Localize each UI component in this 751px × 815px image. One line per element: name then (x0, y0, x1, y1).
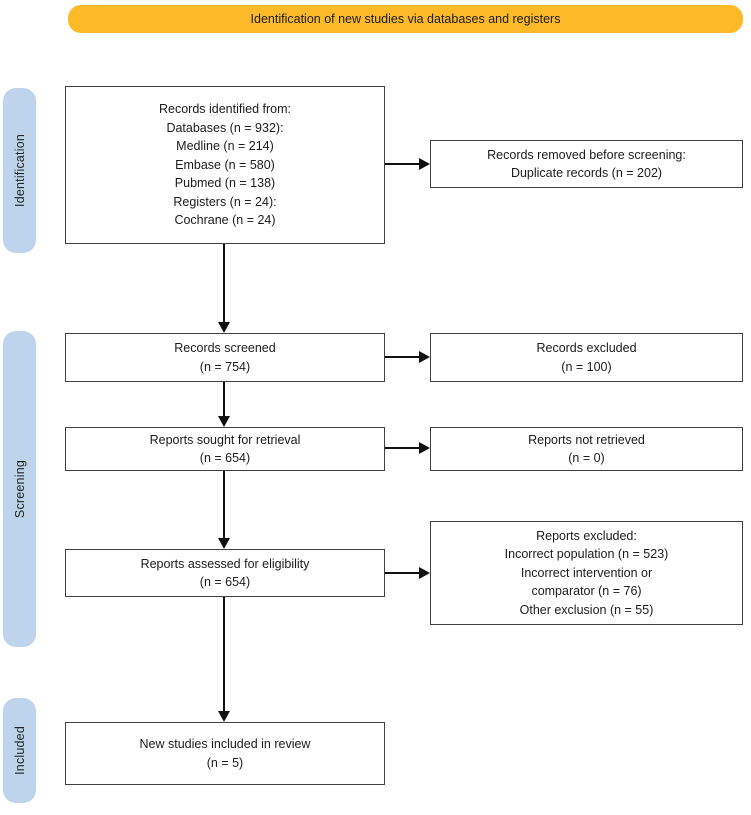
box-line: Pubmed (n = 138) (174, 176, 276, 191)
arrow-right-icon (419, 567, 430, 579)
box-line: Records identified from: (158, 102, 291, 117)
arrow-down-icon (218, 538, 230, 549)
box-line: Incorrect intervention or (520, 565, 653, 580)
stage-identification-label: Identification (12, 134, 27, 207)
stage-included-label: Included (12, 726, 27, 775)
box-line: (n = 5) (206, 755, 244, 770)
reports-not-retrieved-box: Reports not retrieved (n = 0) (430, 427, 743, 471)
box-line: comparator (n = 76) (531, 584, 642, 599)
reports-assessed-box: Reports assessed for eligibility (n = 654… (65, 549, 385, 597)
box-line: Cochrane (n = 24) (174, 213, 276, 228)
records-screened-box: Records screened (n = 754) (65, 333, 385, 382)
box-line: (n = 754) (199, 359, 251, 374)
box-line: Reports not retrieved (528, 432, 645, 447)
reports-excluded-box: Reports excluded: Incorrect population (n… (430, 521, 743, 625)
records-removed-box: Records removed before screening: Duplica… (430, 140, 743, 188)
box-line: (n = 654) (199, 575, 251, 589)
arrow-right-icon (419, 158, 430, 170)
banner-identification-via-databases: Identification of new studies via databa… (68, 5, 743, 33)
box-line: New studies included in review (139, 737, 311, 751)
new-studies-included-box: New studies included in review (n = 5) (65, 722, 385, 785)
arrow-down-icon (218, 322, 230, 333)
stage-identification: Identification (3, 88, 36, 253)
box-line: Records screened (174, 341, 276, 355)
reports-sought-box: Reports sought for retrieval (n = 654) (65, 427, 385, 471)
stage-included: Included (3, 698, 36, 803)
box-line: Records removed before screening: (487, 147, 686, 162)
banner-label: Identification of new studies via databa… (250, 12, 561, 26)
box-line: Duplicate records (n = 202) (510, 166, 663, 180)
arrow-down-icon (218, 711, 230, 722)
box-line: Databases (n = 932): (166, 120, 284, 135)
box-line: Other exclusion (n = 55) (519, 602, 654, 617)
box-line: Embase (n = 580) (175, 157, 275, 172)
box-line: (n = 100) (561, 359, 612, 374)
box-line: Registers (n = 24): (173, 194, 277, 209)
box-line: Incorrect population (n = 523) (504, 547, 669, 562)
box-line: Reports assessed for eligibility (140, 556, 310, 571)
box-line: Reports sought for retrieval (149, 432, 301, 447)
box-line: Records excluded (536, 341, 637, 355)
box-line: (n = 654) (199, 451, 251, 465)
arrow-right-icon (419, 442, 430, 454)
arrow-right-icon (419, 351, 430, 363)
records-excluded-box: Records excluded (n = 100) (430, 333, 743, 382)
box-line: Reports excluded: (536, 528, 637, 543)
stage-screening: Screening (3, 331, 36, 647)
box-line: Medline (n = 214) (176, 139, 274, 154)
arrow-down-icon (218, 416, 230, 427)
records-identified-box: Records identified from: Databases (n = 9… (65, 86, 385, 244)
box-line: (n = 0) (568, 451, 605, 465)
stage-screening-label: Screening (12, 459, 27, 519)
